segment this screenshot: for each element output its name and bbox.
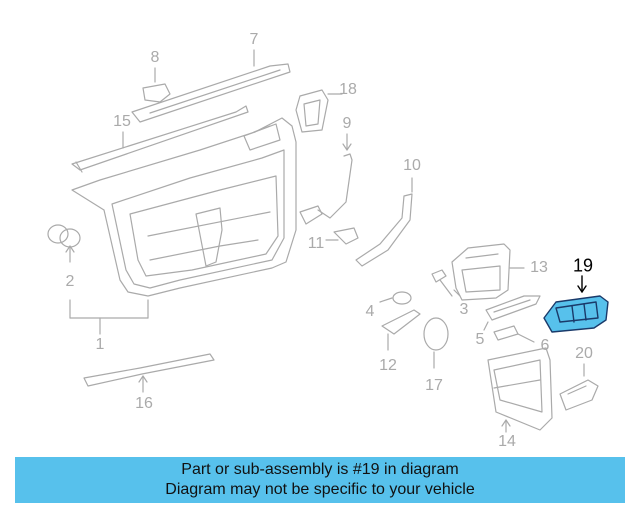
part-3-screw (431, 269, 461, 297)
callout-16: 16 (135, 395, 153, 412)
callout-8: 8 (150, 49, 160, 66)
callout-12: 12 (379, 357, 397, 374)
banner-line-2: Diagram may not be specific to your vehi… (165, 481, 475, 498)
part-1-door-panel (69, 117, 297, 335)
part-4-push-pin (379, 291, 412, 305)
part-7-trim-strip (131, 49, 291, 123)
callout-11: 11 (307, 235, 325, 252)
part-6-trim-piece (493, 325, 535, 343)
part-10-pull-strap (355, 177, 413, 267)
callout-5: 5 (475, 331, 485, 348)
part-19-highlighted-switch (543, 275, 609, 333)
part-5-bezel (483, 295, 541, 331)
part-20-switch-bezel (559, 363, 599, 411)
part-2-grommet (47, 224, 81, 263)
exploded-view-drawing (47, 49, 609, 433)
part-12-cover (381, 309, 421, 351)
part-13-housing (451, 243, 525, 301)
callout-9: 9 (342, 115, 352, 132)
callout-10: 10 (403, 157, 421, 174)
callout-3: 3 (459, 301, 469, 318)
parts-diagram: 7 8 18 15 9 10 11 13 19 2 3 4 5 6 1 20 1… (47, 31, 609, 450)
info-banner: Part or sub-assembly is #19 in diagram D… (15, 457, 625, 503)
part-14-panel (487, 347, 553, 433)
callout-7: 7 (249, 31, 259, 48)
part-15-belt-molding (71, 105, 249, 173)
part-9-cable (299, 133, 353, 225)
callout-18: 18 (339, 81, 357, 98)
banner-line-1: Part or sub-assembly is #19 in diagram (181, 461, 459, 478)
callout-1: 1 (95, 336, 105, 353)
callout-17: 17 (425, 377, 443, 394)
part-11-clip (325, 227, 359, 245)
part-8-clip (142, 67, 171, 103)
part-16-lower-strip (83, 353, 215, 393)
callout-4: 4 (365, 303, 375, 320)
callout-14: 14 (498, 433, 516, 450)
callout-2: 2 (65, 273, 75, 290)
part-17-speaker (423, 317, 449, 369)
callout-6: 6 (540, 337, 550, 354)
callout-19: 19 (572, 255, 594, 276)
callout-15: 15 (113, 113, 131, 130)
callout-20: 20 (575, 345, 593, 362)
callout-13: 13 (530, 259, 548, 276)
part-18-bracket (295, 89, 343, 133)
